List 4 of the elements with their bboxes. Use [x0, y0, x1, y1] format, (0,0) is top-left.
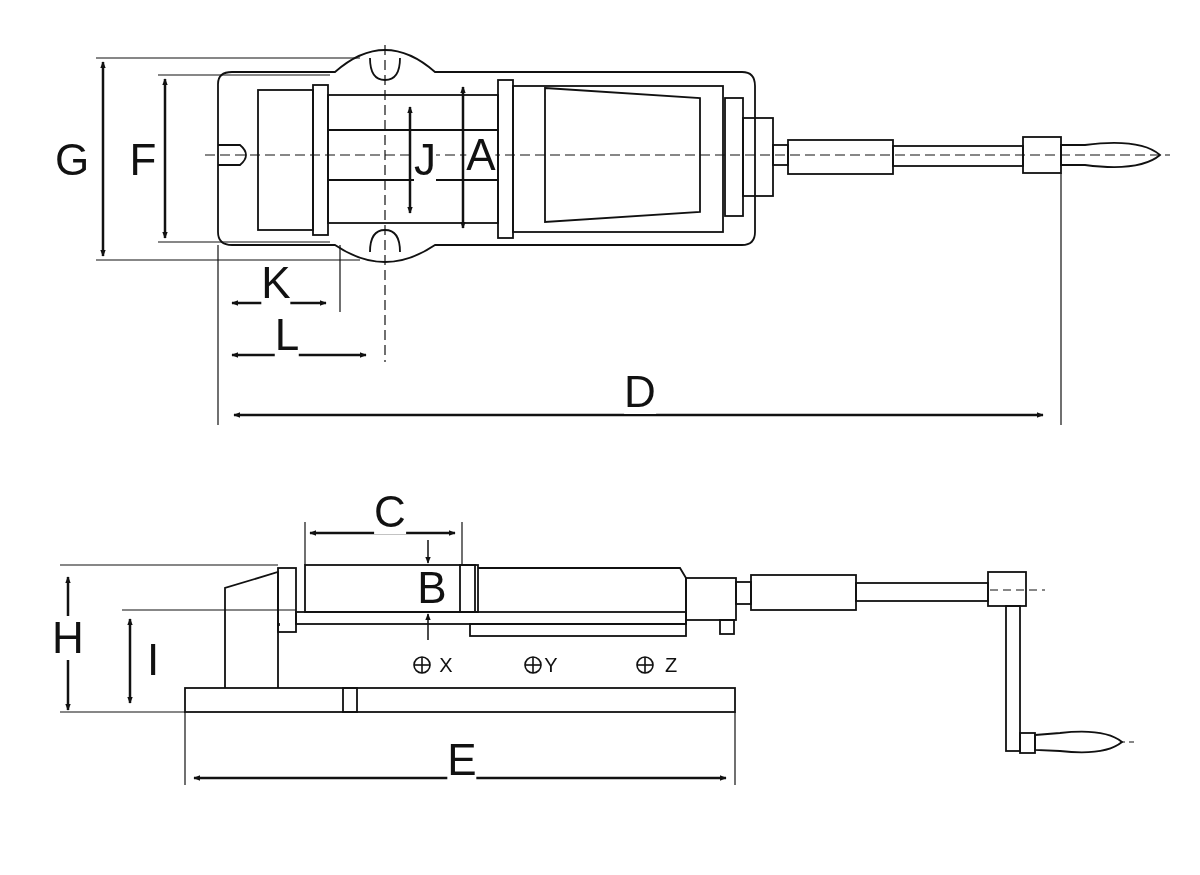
dimension-label: H [52, 616, 84, 660]
axis-label: Y [544, 655, 558, 675]
axis-label: Z [664, 655, 678, 675]
axis-label: X [439, 655, 453, 675]
